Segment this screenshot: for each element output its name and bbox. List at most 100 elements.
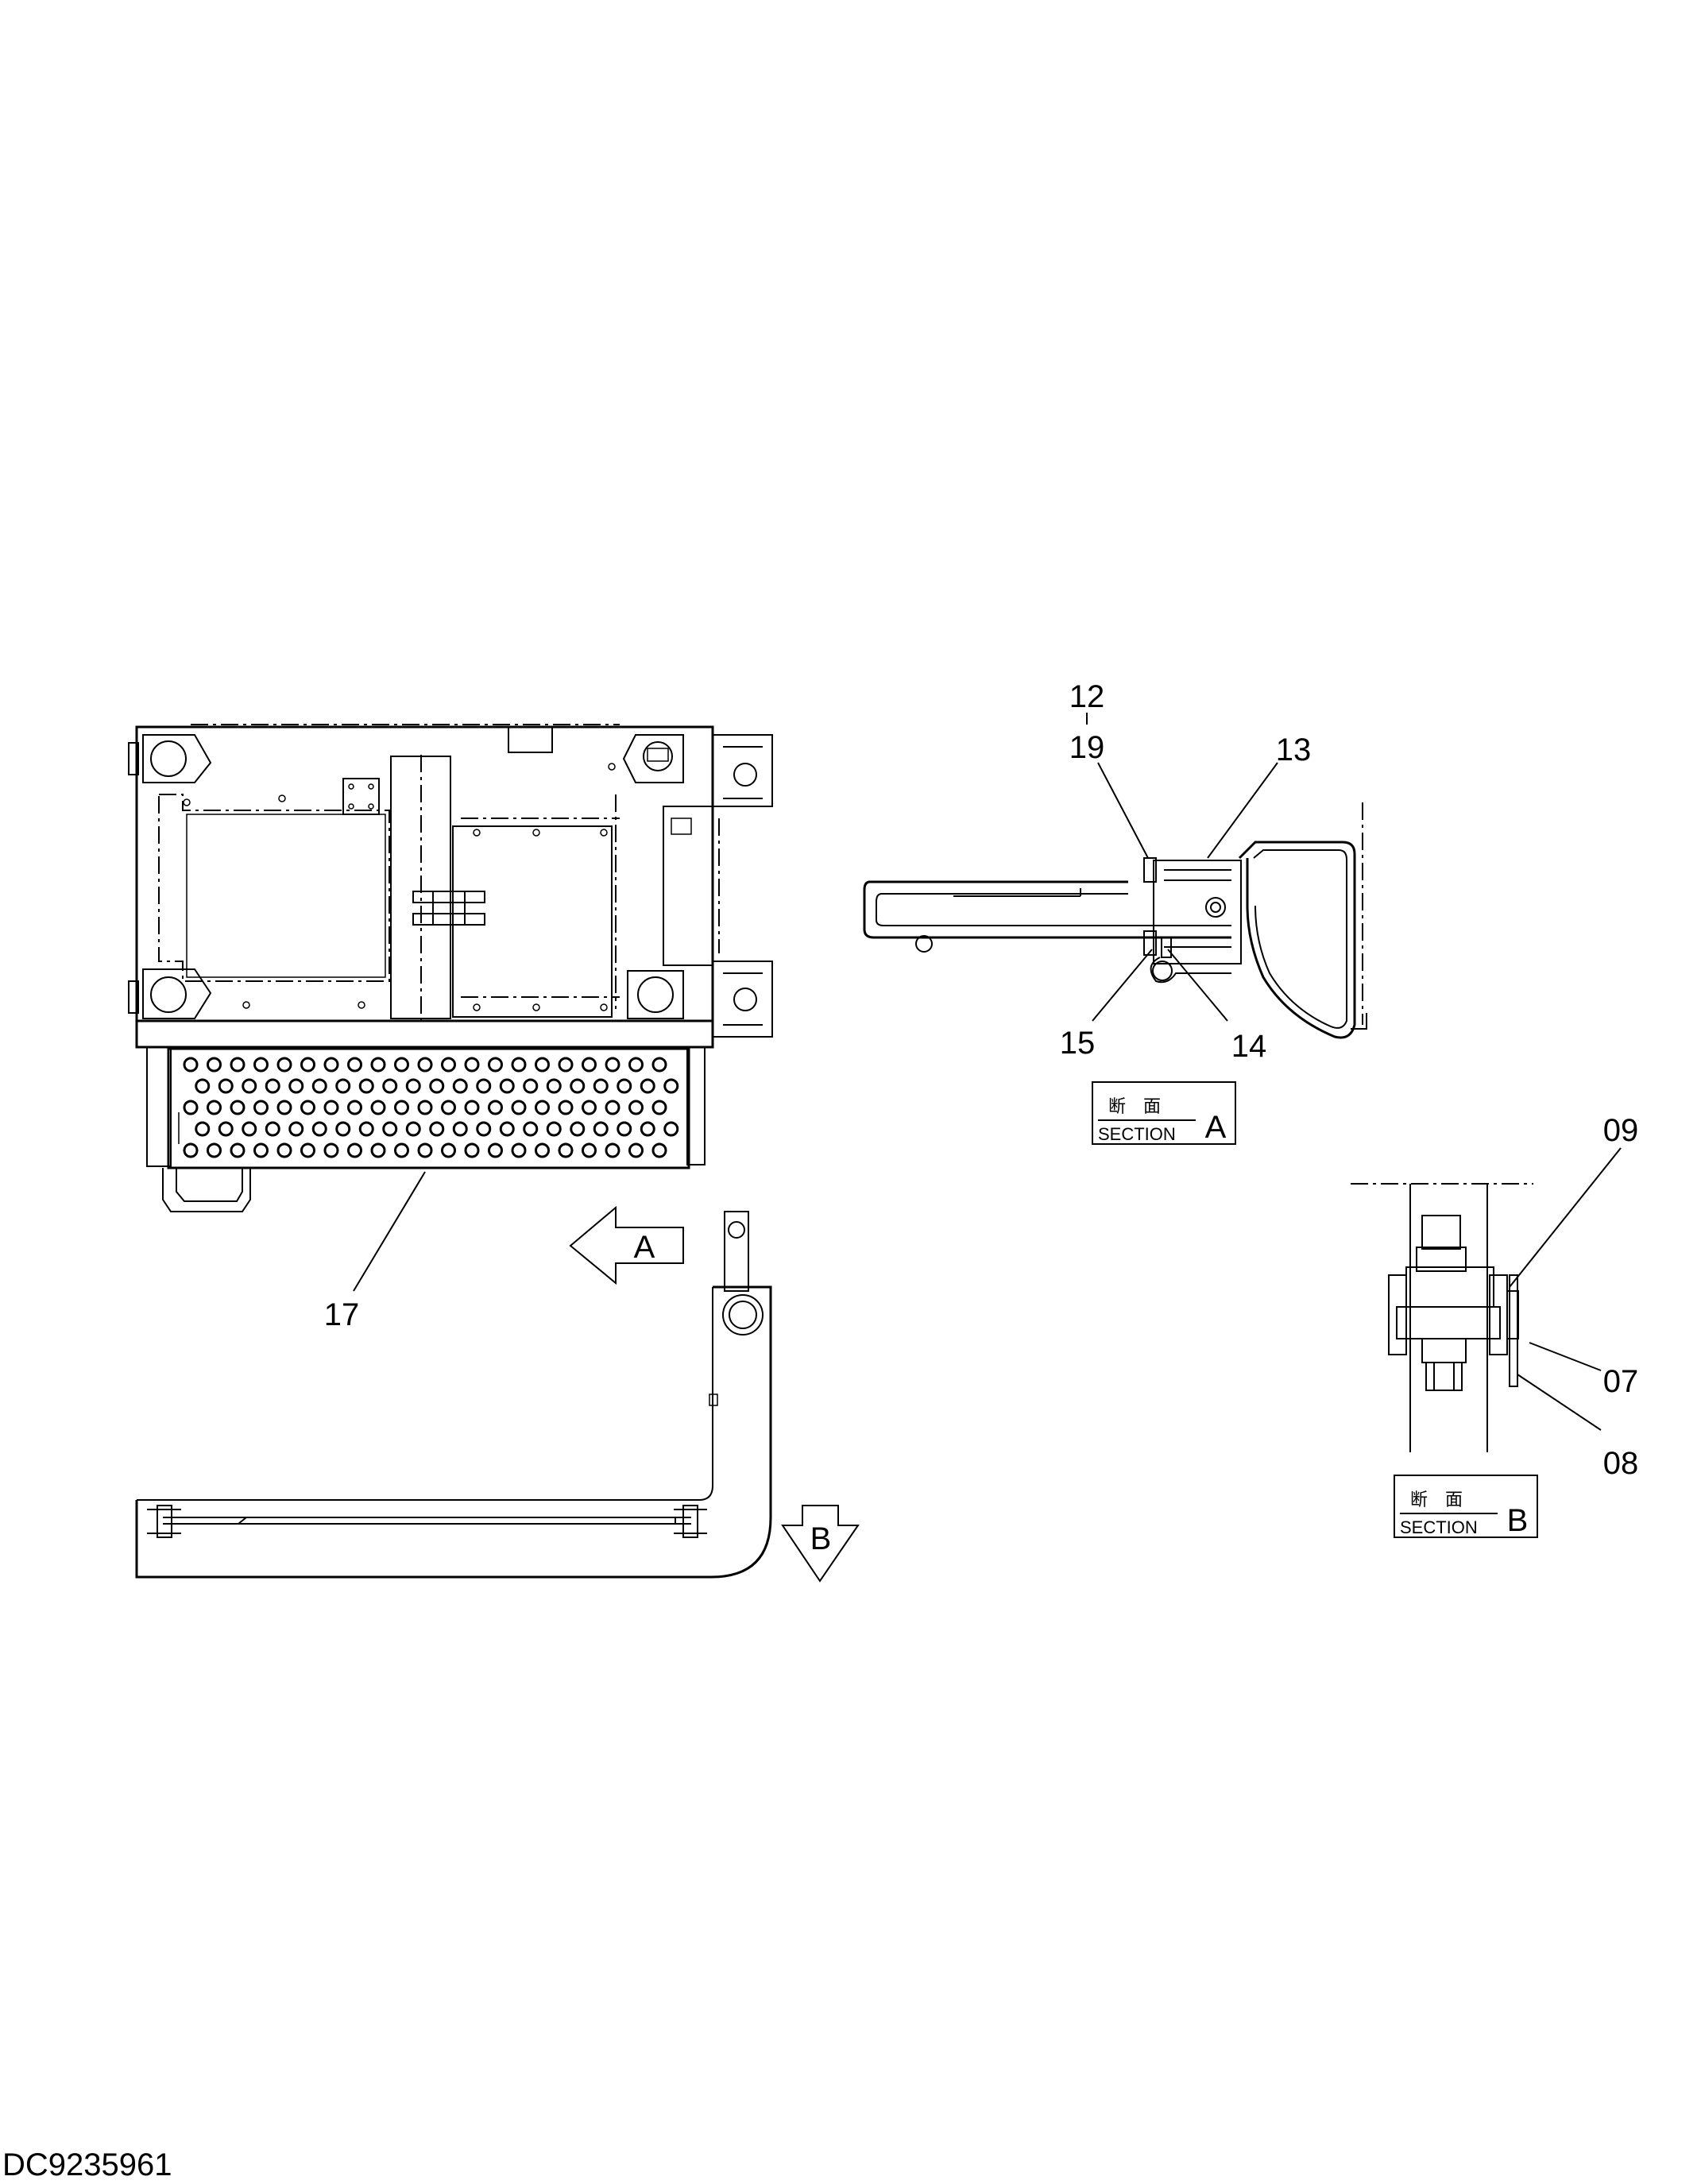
perforation-hole bbox=[628, 1142, 644, 1158]
section-b-letter: B bbox=[1507, 1503, 1529, 1538]
perforation-hole bbox=[464, 1142, 480, 1158]
perforation-hole bbox=[358, 1121, 374, 1137]
perforation-hole bbox=[617, 1121, 632, 1137]
perforation-hole bbox=[417, 1100, 433, 1115]
perforation-hole bbox=[640, 1078, 655, 1094]
perforation-hole bbox=[335, 1078, 351, 1094]
perforation-hole bbox=[394, 1142, 409, 1158]
perforation-hole bbox=[382, 1078, 398, 1094]
perforation-hole bbox=[628, 1100, 644, 1115]
corner-mount bbox=[622, 734, 684, 783]
main-frame-view bbox=[128, 724, 773, 1049]
perforation-hole bbox=[253, 1100, 269, 1115]
perforation-hole bbox=[323, 1100, 339, 1115]
perforation-hole bbox=[207, 1100, 222, 1115]
section-b-word: SECTION bbox=[1400, 1517, 1478, 1537]
perforation-hole bbox=[535, 1142, 550, 1158]
corner-mount bbox=[142, 968, 212, 1019]
perforation-hole bbox=[499, 1121, 515, 1137]
perforation-hole bbox=[276, 1100, 292, 1115]
perforation-hole bbox=[370, 1142, 386, 1158]
perforation-hole bbox=[429, 1078, 445, 1094]
perforation-hole bbox=[347, 1057, 362, 1073]
leader-07 bbox=[1529, 1342, 1602, 1371]
section-b-kanji: 断 面 bbox=[1410, 1490, 1463, 1510]
perforation-hole bbox=[370, 1100, 386, 1115]
perforation-hole bbox=[651, 1057, 667, 1073]
perforation-hole bbox=[640, 1121, 655, 1137]
callout-15: 15 bbox=[1060, 1026, 1096, 1061]
perforation-hole bbox=[558, 1142, 574, 1158]
perforation-hole bbox=[593, 1078, 609, 1094]
perforation-hole bbox=[511, 1057, 527, 1073]
step-plate bbox=[146, 1046, 706, 1212]
perforation-hole bbox=[582, 1142, 597, 1158]
perforation-hole bbox=[476, 1078, 492, 1094]
perforation-hole bbox=[253, 1057, 269, 1073]
section-b-view bbox=[1351, 1183, 1533, 1452]
perforation-hole bbox=[488, 1142, 503, 1158]
perforation-hole bbox=[523, 1078, 539, 1094]
perforation-hole bbox=[207, 1142, 222, 1158]
perforation-hole bbox=[370, 1057, 386, 1073]
perforation-hole bbox=[347, 1142, 362, 1158]
section-a-letter: A bbox=[1205, 1110, 1227, 1145]
perforation-hole bbox=[276, 1057, 292, 1073]
perforation-hole bbox=[183, 1142, 199, 1158]
perforation-hole bbox=[242, 1078, 257, 1094]
perforation-hole bbox=[511, 1100, 527, 1115]
callout-09: 09 bbox=[1603, 1113, 1639, 1148]
perforation-hole bbox=[663, 1121, 679, 1137]
perforation-hole bbox=[347, 1100, 362, 1115]
perforation-hole bbox=[628, 1057, 644, 1073]
perforation-hole bbox=[523, 1121, 539, 1137]
perforation-hole bbox=[405, 1078, 421, 1094]
perforation-hole bbox=[253, 1142, 269, 1158]
perforation-hole bbox=[230, 1057, 245, 1073]
perforation-hole bbox=[265, 1121, 280, 1137]
perforation-hole bbox=[288, 1121, 304, 1137]
leader-17 bbox=[353, 1171, 426, 1292]
document-id: DC9235961 bbox=[2, 2147, 172, 2182]
perforation-hole bbox=[546, 1078, 562, 1094]
perforation-hole bbox=[476, 1121, 492, 1137]
perforation-hole bbox=[605, 1100, 620, 1115]
perforation-hole bbox=[582, 1057, 597, 1073]
perforation-hole bbox=[429, 1121, 445, 1137]
perforation-hole bbox=[452, 1078, 468, 1094]
perforation-hole bbox=[570, 1121, 586, 1137]
perforation-hole bbox=[311, 1078, 327, 1094]
callout-12: 12 bbox=[1069, 679, 1105, 714]
section-a-view bbox=[863, 802, 1367, 1039]
perforation-hole bbox=[558, 1057, 574, 1073]
hinge-bracket bbox=[712, 734, 773, 807]
perforation-hole bbox=[546, 1121, 562, 1137]
view-arrow-a: A bbox=[569, 1205, 684, 1285]
perforation-hole bbox=[218, 1078, 234, 1094]
perforation-hole bbox=[323, 1142, 339, 1158]
perforation-hole bbox=[311, 1121, 327, 1137]
perforation-hole bbox=[417, 1142, 433, 1158]
perforation-hole bbox=[382, 1121, 398, 1137]
leader-13 bbox=[1207, 762, 1278, 859]
perforation-hole bbox=[452, 1121, 468, 1137]
perforation-hole bbox=[358, 1078, 374, 1094]
perforation-hole bbox=[300, 1142, 315, 1158]
callout-19: 19 bbox=[1069, 730, 1105, 765]
perforation-hole bbox=[195, 1121, 211, 1137]
perforation-hole bbox=[405, 1121, 421, 1137]
step-side-view bbox=[135, 1211, 772, 1579]
perforation-hole bbox=[464, 1057, 480, 1073]
perforation-hole bbox=[663, 1078, 679, 1094]
hinge-bracket bbox=[712, 961, 773, 1038]
perforation-hole bbox=[323, 1057, 339, 1073]
perforation-hole bbox=[582, 1100, 597, 1115]
perforation-hole bbox=[441, 1142, 456, 1158]
perforation-hole bbox=[605, 1057, 620, 1073]
perforation-hole bbox=[417, 1057, 433, 1073]
perforation-hole bbox=[441, 1100, 456, 1115]
perforation-hole bbox=[617, 1078, 632, 1094]
perforation-hole bbox=[265, 1078, 280, 1094]
section-a-word: SECTION bbox=[1098, 1124, 1176, 1144]
